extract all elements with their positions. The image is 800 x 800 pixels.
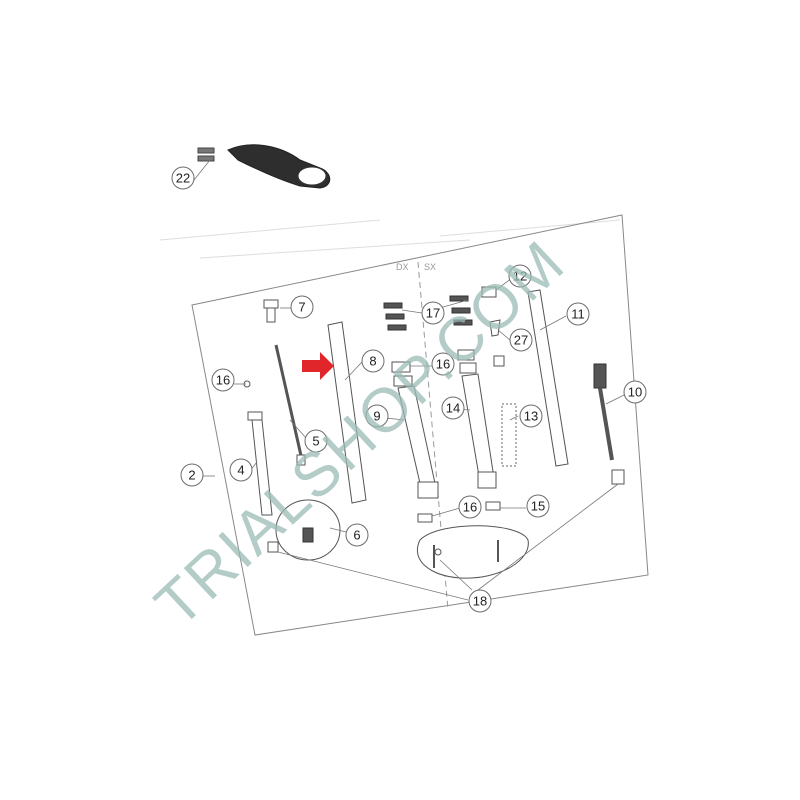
block-part-27b [493,355,505,367]
svg-text:9: 9 [373,409,380,424]
callout-11: 11 [566,302,590,326]
outer-tube-part-8 [327,321,367,504]
callout-15: 15 [526,494,550,518]
callout-27: 27 [509,328,533,352]
svg-text:14: 14 [446,401,460,416]
leader-lines [193,159,627,601]
callout-17: 17 [421,301,445,325]
callout-16-left: 16 [211,368,235,392]
callout-4: 4 [229,458,253,482]
svg-text:11: 11 [571,307,585,322]
callout-9: 9 [365,404,389,428]
spring-part-13 [501,403,517,467]
tube-part-11 [527,289,569,467]
part-6-detail [275,499,341,561]
bushing-part-16-right [485,501,501,511]
hardware-kit-part-15 [417,525,529,579]
clamp-assembly-part-22 [197,144,331,189]
callout-5: 5 [304,429,328,453]
svg-text:16: 16 [436,357,450,372]
svg-text:18: 18 [473,594,487,609]
callout-16-top: 16 [431,352,455,376]
side-label-dx: DX [396,262,409,272]
lower-leg-part-14 [457,349,497,489]
svg-text:16: 16 [463,500,477,515]
inner-tube-part-4 [247,411,273,516]
svg-text:7: 7 [298,300,305,315]
callout-12: 12 [508,264,532,288]
assembly-frame [191,214,649,636]
svg-text:5: 5 [312,434,319,449]
svg-text:6: 6 [353,528,360,543]
callout-10: 10 [623,380,647,404]
callout-8: 8 [361,349,385,373]
red-arrow-icon [302,352,334,380]
callout-13: 13 [519,404,543,428]
svg-text:16: 16 [216,373,230,388]
svg-text:22: 22 [176,171,190,186]
seals-part-17 [383,295,473,331]
bushing-left [267,541,279,553]
svg-text:27: 27 [514,333,528,348]
svg-text:17: 17 [426,306,440,321]
bushing-part-16-left [417,513,433,523]
callout-7: 7 [290,295,314,319]
callout-18: 18 [468,589,492,613]
svg-text:15: 15 [531,499,545,514]
faded-sketch-lines [159,219,621,259]
callout-22: 22 [171,166,195,190]
svg-text:13: 13 [524,409,538,424]
callout-2: 2 [180,463,204,487]
svg-text:10: 10 [628,385,642,400]
part-27 [489,319,501,337]
lower-leg-part-9 [391,361,439,499]
damper-rod-part-5 [274,344,306,466]
svg-text:2: 2 [188,468,195,483]
callout-16-bottom: 16 [458,495,482,519]
svg-text:8: 8 [369,354,376,369]
side-label-sx: SX [424,262,436,272]
cap-part-12 [481,286,497,298]
callout-14: 14 [441,396,465,420]
svg-text:12: 12 [513,269,527,284]
svg-text:4: 4 [237,463,244,478]
callout-6: 6 [345,523,369,547]
cartridge-part-10 [593,363,625,485]
cap-part-7 [263,299,279,323]
